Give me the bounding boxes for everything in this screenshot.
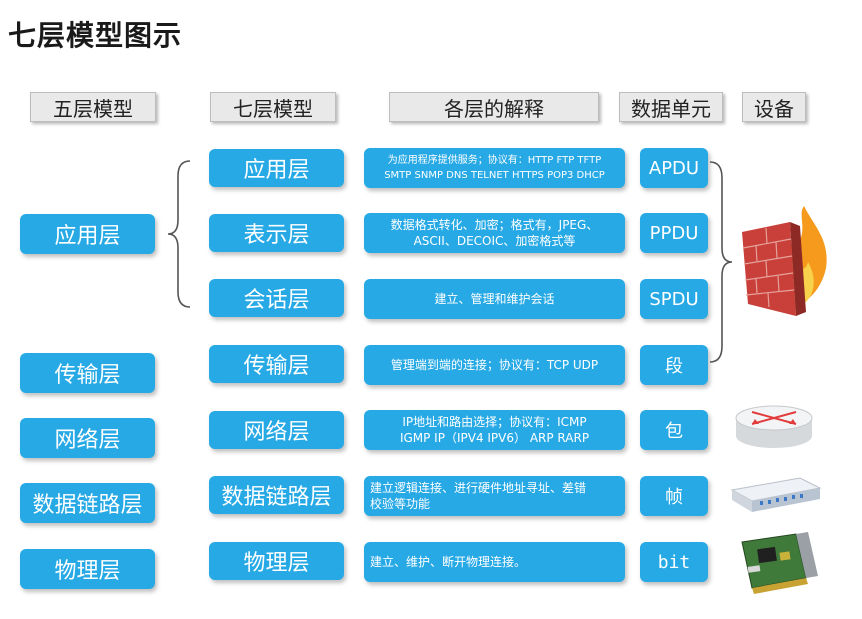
desc-datalink: 建立逻辑连接、进行硬件地址寻址、差错校验等功能 (364, 476, 625, 516)
desc-session-line-1: 建立、管理和维护会话 (434, 292, 555, 306)
unit-spdu: SPDU (640, 279, 708, 319)
header-description: 各层的解释 (389, 92, 599, 122)
right-brace (709, 161, 733, 363)
seven-layer-transport: 传输层 (209, 345, 344, 383)
desc-presentation-line-2: ASCII、DECOIC、加密格式等 (413, 234, 576, 248)
desc-datalink-line-2: 校验等功能 (370, 497, 431, 511)
seven-layer-network: 网络层 (209, 411, 344, 449)
page-title: 七层模型图示 (8, 19, 183, 52)
header-five-layer: 五层模型 (30, 92, 156, 122)
desc-transport: 管理端到端的连接；协议有：TCP UDP (364, 345, 625, 385)
desc-network: IP地址和路由选择；协议有：ICMP IGMP IP（IPV4 IPV6） ARP… (364, 410, 625, 450)
unit-segment: 段 (640, 345, 708, 385)
desc-physical: 建立、维护、断开物理连接。 (364, 542, 625, 582)
seven-layer-datalink: 数据链路层 (209, 476, 344, 514)
unit-bit: bit (640, 542, 708, 582)
unit-apdu: APDU (640, 148, 708, 188)
network-card-icon (741, 532, 818, 594)
five-layer-application: 应用层 (20, 214, 155, 254)
five-layer-transport: 传输层 (20, 353, 155, 393)
unit-ppdu: PPDU (640, 213, 708, 253)
desc-transport-line-1: 管理端到端的连接；协议有：TCP UDP (390, 358, 599, 372)
desc-network-line-1: IP地址和路由选择；协议有：ICMP (402, 415, 587, 429)
left-brace (167, 160, 191, 308)
desc-presentation: 数据格式转化、加密；格式有，JPEG、 ASCII、DECOIC、加密格式等 (364, 213, 625, 253)
five-layer-physical: 物理层 (20, 549, 155, 589)
header-data-unit: 数据单元 (619, 92, 723, 122)
five-layer-network: 网络层 (20, 418, 155, 458)
router-icon (735, 405, 813, 448)
desc-network-line-2: IGMP IP（IPV4 IPV6） ARP RARP (399, 431, 590, 445)
desc-application-line-1: 为应用程序提供服务；协议有：HTTP FTP TFTP (387, 155, 602, 166)
five-layer-datalink: 数据链路层 (20, 483, 155, 523)
desc-application: 为应用程序提供服务；协议有：HTTP FTP TFTP SMTP SNMP DNS… (364, 148, 625, 188)
desc-datalink-line-1: 建立逻辑连接、进行硬件地址寻址、差错 (370, 481, 587, 495)
desc-application-line-2: SMTP SNMP DNS TELNET HTTPS POP3 DHCP (384, 170, 605, 181)
unit-frame: 帧 (640, 476, 708, 516)
seven-layer-application: 应用层 (209, 149, 344, 187)
firewall-icon (742, 206, 827, 316)
header-seven-layer: 七层模型 (210, 92, 336, 122)
switch-icon (730, 477, 822, 512)
desc-physical-line-1: 建立、维护、断开物理连接。 (370, 555, 527, 569)
seven-layer-presentation: 表示层 (209, 214, 344, 252)
desc-session: 建立、管理和维护会话 (364, 279, 625, 319)
unit-packet: 包 (640, 410, 708, 450)
desc-presentation-line-1: 数据格式转化、加密；格式有，JPEG、 (390, 218, 599, 232)
seven-layer-session: 会话层 (209, 279, 344, 317)
header-device: 设备 (742, 92, 806, 122)
seven-layer-physical: 物理层 (209, 542, 344, 580)
